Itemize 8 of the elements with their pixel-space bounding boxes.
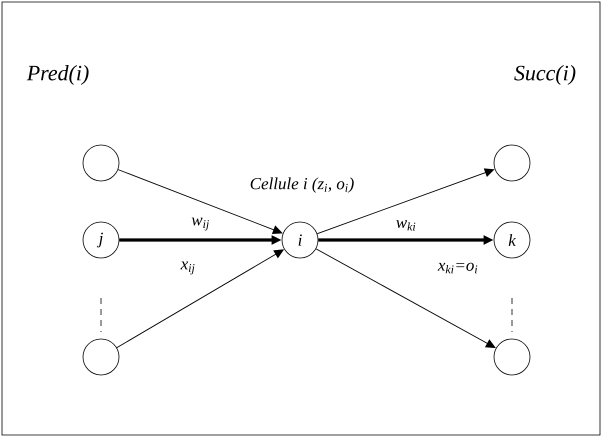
signal-label: x$_{ij}$ [180,262,195,274]
circle-node [82,144,120,182]
edge-label: w$_{ki}$ [396,220,416,230]
circle-node [494,144,530,182]
edge-label: w$_{ij}$ [192,218,209,230]
circle-node [494,338,530,376]
circle-node [82,338,120,376]
cell-caption: Cellule i (z$_{i}$, o$_{i}$) [250,177,354,193]
